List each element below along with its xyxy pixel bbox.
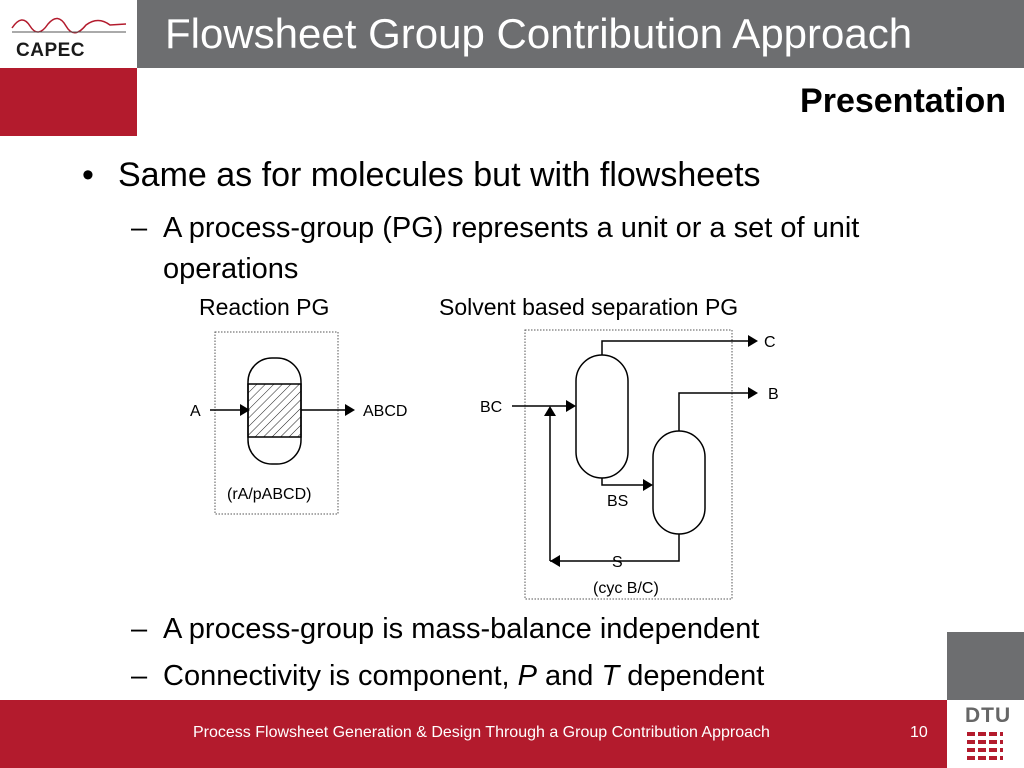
c-stream	[601, 340, 748, 355]
footer-text: Process Flowsheet Generation & Design Th…	[193, 724, 770, 741]
s-arrow-icon	[550, 555, 560, 567]
reaction-pg-diagram: A ABCD (rA/pABCD)	[190, 331, 407, 515]
caption-reaction-pg: Reaction PG	[199, 294, 330, 320]
c-arrow-icon	[748, 335, 758, 347]
reaction-pg-label: (rA/pABCD)	[227, 486, 311, 503]
separation-pg-boundary	[524, 329, 733, 600]
s-recycle-stream	[550, 534, 680, 562]
capec-logo-text: CAPEC	[16, 40, 86, 61]
outlet-label: ABCD	[363, 403, 407, 420]
dtu-logo: DTU	[947, 700, 1024, 768]
b-arrow-icon	[748, 387, 758, 399]
sub-bullet-1-line-1: A process-group (PG) represents a unit o…	[163, 212, 860, 244]
recovery-column	[652, 430, 706, 535]
header-red-block	[0, 68, 137, 136]
bc-feed-arrow-icon	[566, 400, 576, 412]
separation-pg-label: (cyc B/C)	[593, 580, 659, 597]
bullet-text: Same as for molecules but with flowsheet…	[118, 156, 761, 194]
sub-bullet-3-pre: Connectivity is component,	[163, 660, 510, 692]
capec-wave-icon	[11, 17, 127, 34]
s-label: S	[612, 554, 623, 571]
bs-stream	[601, 478, 643, 486]
c-label: C	[764, 334, 776, 351]
bullet-marker: •	[82, 156, 94, 194]
b-label: B	[768, 386, 779, 403]
sub-bullet-2: A process-group is mass-balance independ…	[163, 613, 760, 645]
title-bar	[137, 0, 1024, 68]
extractive-column	[575, 354, 629, 479]
dash-marker: –	[131, 212, 148, 244]
bs-label: BS	[607, 493, 628, 510]
bs-arrow-icon	[643, 479, 653, 491]
sub-bullet-3-p: P	[517, 660, 537, 692]
caption-separation-pg: Solvent based separation PG	[439, 294, 739, 320]
inlet-arrow-icon	[240, 404, 250, 416]
bc-label: BC	[480, 399, 502, 416]
slide-subtitle: Presentation	[800, 82, 1006, 120]
catalyst-bed	[247, 383, 302, 438]
dash-marker: –	[131, 660, 148, 692]
slide-title: Flowsheet Group Contribution Approach	[165, 10, 913, 57]
outlet-arrow-icon	[345, 404, 355, 416]
capec-logo-area: CAPEC	[0, 0, 137, 68]
inlet-label: A	[190, 403, 201, 420]
dtu-logo-text: DTU	[965, 704, 1012, 727]
reaction-pg-boundary	[214, 331, 339, 515]
s-riser-arrow-icon	[544, 406, 556, 416]
separation-pg-diagram: C B BC BS S (cyc B/C)	[480, 329, 779, 600]
page-number: 10	[910, 724, 928, 741]
sub-bullet-3: Connectivity is component, P and T depen…	[163, 660, 764, 693]
dtu-waves-icon	[967, 732, 1003, 760]
sub-bullet-3-t: T	[601, 660, 620, 692]
dash-marker: –	[131, 613, 148, 645]
b-stream	[678, 392, 748, 431]
sub-bullet-3-post: dependent	[627, 660, 765, 692]
footer-grey-block	[947, 632, 1024, 700]
sub-bullet-3-and: and	[545, 660, 594, 692]
sub-bullet-1-line-2: operations	[163, 253, 299, 285]
footer-bar	[0, 700, 947, 768]
